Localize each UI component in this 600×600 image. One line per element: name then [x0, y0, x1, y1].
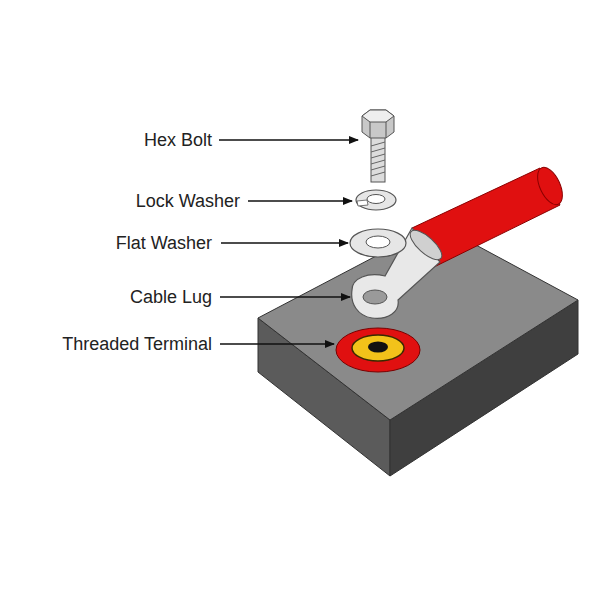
part-label: Lock Washer [136, 190, 240, 212]
flat-washer-hole [366, 236, 390, 248]
bolt-head-top [362, 110, 394, 122]
flat-washer [350, 229, 406, 257]
terminal-hole [368, 342, 388, 353]
part-label: Flat Washer [116, 232, 212, 254]
terminal-base [336, 328, 420, 372]
terminal-ring [352, 335, 404, 361]
leader-lines [219, 140, 358, 344]
block-top [258, 224, 578, 420]
bolt-head-side [362, 110, 394, 138]
lock-washer-split [357, 200, 368, 206]
lug-hole [363, 290, 387, 304]
part-label: Cable Lug [130, 286, 212, 308]
lug-barrel-end [406, 226, 446, 265]
part-label: Hex Bolt [144, 129, 212, 151]
bolt-shaft [371, 134, 385, 182]
lock-washer [356, 190, 396, 210]
bolt-threads [371, 142, 385, 176]
part-label: Threaded Terminal [62, 333, 212, 355]
lock-washer-hole [367, 195, 385, 204]
cable-end [532, 164, 567, 209]
